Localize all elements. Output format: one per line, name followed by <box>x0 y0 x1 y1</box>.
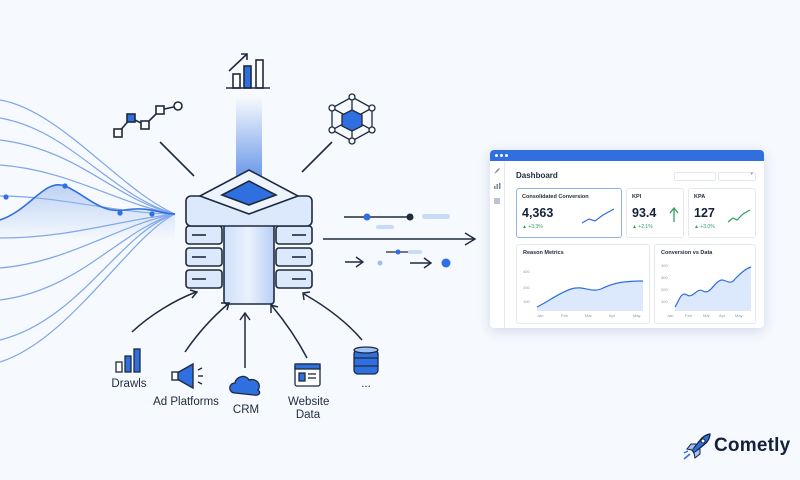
window-titlebar <box>490 150 764 161</box>
arrow-up-icon <box>669 207 679 222</box>
area-chart <box>536 280 644 311</box>
outgoing-flow <box>323 213 477 269</box>
brand-name: Cometly <box>714 435 791 456</box>
chart-nav-icon[interactable] <box>493 182 501 190</box>
source-label-ad-platforms: Ad Platforms <box>153 396 219 408</box>
sparkline-icon <box>581 208 615 224</box>
top-connectors <box>159 141 333 177</box>
x-tick: May <box>735 313 743 318</box>
source-label-drawls: Drawls <box>111 378 147 390</box>
rocket-nav-icon[interactable] <box>493 167 501 175</box>
dashboard-title: Dashboard <box>516 171 558 180</box>
stream-node <box>117 210 123 216</box>
y-tick: 200 <box>523 285 530 290</box>
source-label-crm: CRM <box>232 404 260 416</box>
range-select[interactable]: ▾ <box>718 171 756 181</box>
stream-node <box>3 194 9 200</box>
window-dot <box>500 154 503 157</box>
x-tick: Jan <box>537 313 544 318</box>
x-tick: Apr <box>719 313 726 318</box>
dashboard-window: Dashboard ▾ Consolidated Conversion 4,36… <box>490 150 764 328</box>
card-delta: ▲ +2.1% <box>632 224 653 230</box>
megaphone-icon <box>171 362 203 390</box>
card-value: 93.4 <box>632 206 657 220</box>
x-tick: Apr <box>609 313 616 318</box>
y-tick: 100 <box>661 299 668 304</box>
data-hub <box>185 98 313 305</box>
bar-chart-icon <box>226 53 270 89</box>
y-tick: 100 <box>523 299 530 304</box>
filter-field[interactable] <box>674 172 716 181</box>
bottom-connector-arrows <box>131 289 363 368</box>
window-dot <box>495 154 498 157</box>
kpi-card-consolidated-conversion[interactable]: Consolidated Conversion 4,363 ▲ +3.3% <box>516 188 622 238</box>
kpi-card-kpa[interactable]: KPA 127 ▲ +3.0% <box>688 188 756 238</box>
browser-window-icon <box>294 363 321 387</box>
kpi-card-kpi[interactable]: KPI 93.4 ▲ +2.1% <box>626 188 684 238</box>
wave-line <box>0 183 176 221</box>
card-value: 127 <box>694 206 715 220</box>
source-label-website-data: Website Data <box>288 396 330 421</box>
card-delta: ▲ +3.3% <box>522 224 543 230</box>
drawls-bar-icon <box>115 348 141 373</box>
stream-node <box>62 183 68 189</box>
rocket-icon <box>683 433 711 460</box>
x-tick: Feb <box>685 313 692 318</box>
window-dot <box>505 154 508 157</box>
card-delta: ▲ +3.0% <box>694 224 715 230</box>
wave-area <box>0 184 175 240</box>
card-title: KPI <box>632 194 642 200</box>
dashboard-sidebar <box>490 161 505 328</box>
card-value: 4,363 <box>522 206 554 220</box>
panel-reason-metrics[interactable]: Reason Metrics 400 200 100 Jan Feb Mar A… <box>516 244 650 324</box>
y-tick: 300 <box>661 275 668 280</box>
y-tick: 200 <box>661 287 668 292</box>
x-tick: Mar <box>585 313 592 318</box>
database-icon <box>353 346 379 375</box>
chevron-down-icon: ▾ <box>750 171 753 177</box>
area-chart <box>674 266 752 311</box>
cloud-icon <box>229 375 261 396</box>
panel-conversion-vs-data[interactable]: Conversion vs Data 400 300 200 100 Jan F… <box>654 244 756 324</box>
network-cube-icon <box>328 93 376 145</box>
panel-title: Reason Metrics <box>523 250 564 256</box>
panel-title: Conversion vs Data <box>661 250 713 256</box>
stream-node <box>149 211 155 217</box>
y-tick: 400 <box>661 263 668 268</box>
x-tick: Mar <box>703 313 710 318</box>
y-tick: 400 <box>523 269 530 274</box>
list-nav-icon[interactable] <box>493 197 501 205</box>
x-tick: Feb <box>561 313 568 318</box>
x-tick: Jan <box>667 313 674 318</box>
card-title: KPA <box>694 194 706 200</box>
card-title: Consolidated Conversion <box>522 194 589 200</box>
line-nodes-icon <box>113 101 183 138</box>
source-label-more: ... <box>361 378 371 390</box>
x-tick: May <box>633 313 641 318</box>
sparkline-icon <box>727 209 751 223</box>
